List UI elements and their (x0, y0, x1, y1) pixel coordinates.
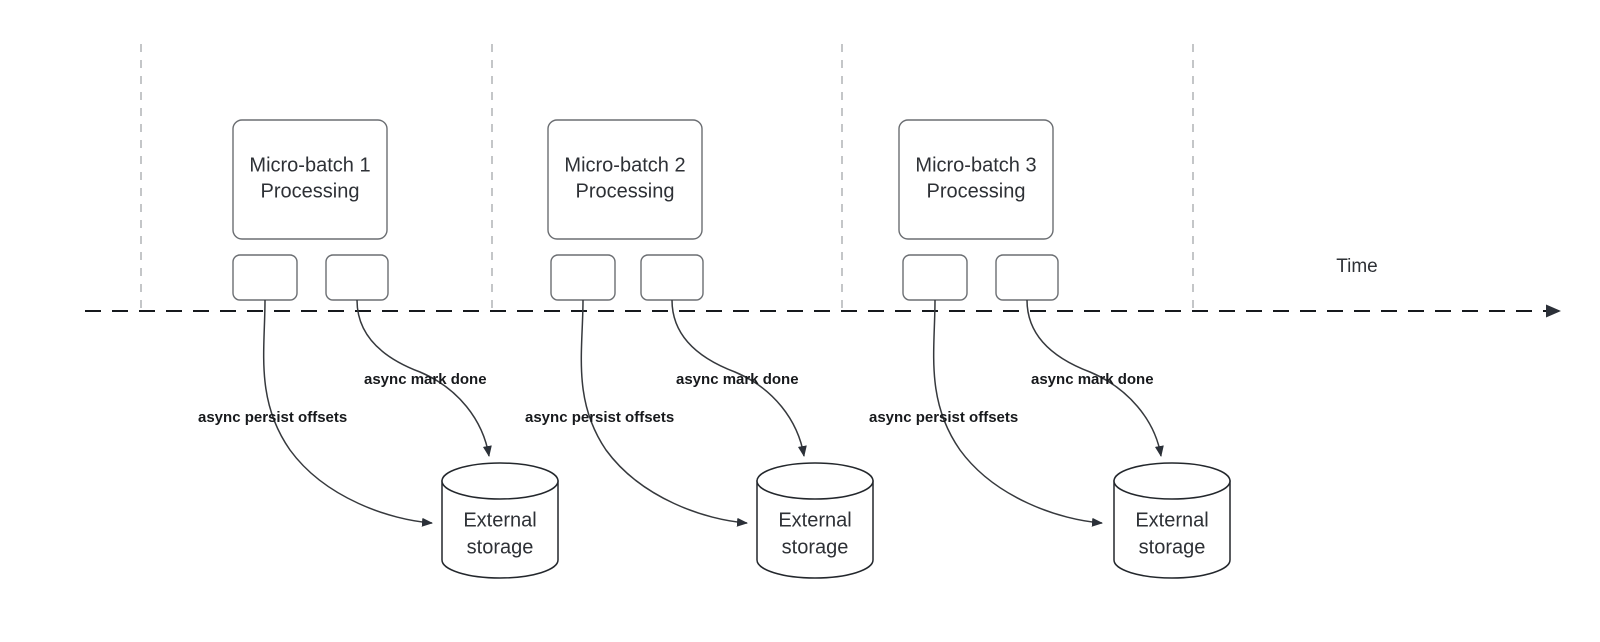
processing-box-2-line1: Micro-batch 2 (564, 154, 685, 176)
micro-batch-group-1: Micro-batch 1 Processing async persist o… (198, 119, 559, 579)
task-box-3-left[interactable] (902, 254, 968, 301)
task-box-2-right[interactable] (640, 254, 704, 301)
mark-done-label-1: async mark done (364, 371, 487, 388)
external-storage-3-body (1113, 480, 1231, 579)
processing-box-1-line2: Processing (261, 180, 360, 202)
external-storage-2-body (756, 480, 874, 579)
mark-done-label-3: async mark done (1031, 371, 1154, 388)
processing-box-3-line2: Processing (927, 180, 1026, 202)
external-storage-2-line1: External (778, 509, 851, 531)
processing-box-3[interactable] (898, 119, 1054, 240)
persist-offsets-label-3: async persist offsets (869, 409, 1018, 426)
task-box-2-left[interactable] (550, 254, 616, 301)
external-storage-1-line1: External (463, 509, 536, 531)
external-storage-2[interactable]: External storage (756, 462, 874, 579)
micro-batch-group-2: Micro-batch 2 Processing async persist o… (525, 119, 874, 579)
external-storage-3-top (1113, 462, 1231, 500)
external-storage-1-body (441, 480, 559, 579)
persist-offsets-arrow-2 (580, 299, 748, 527)
external-storage-2-top (756, 462, 874, 500)
boundary-lines (140, 44, 1194, 312)
external-storage-3-line2: storage (1139, 536, 1206, 558)
task-box-1-left[interactable] (232, 254, 298, 301)
persist-offsets-arrow-1 (262, 299, 433, 527)
processing-box-2[interactable] (547, 119, 703, 240)
time-axis-label: Time (1336, 256, 1378, 277)
task-box-1-right[interactable] (325, 254, 389, 301)
processing-box-1-line1: Micro-batch 1 (249, 154, 370, 176)
task-box-3-right[interactable] (995, 254, 1059, 301)
external-storage-1-line2: storage (467, 536, 534, 558)
external-storage-1-top (441, 462, 559, 500)
processing-box-3-line1: Micro-batch 3 (915, 154, 1036, 176)
persist-offsets-label-2: async persist offsets (525, 409, 674, 426)
external-storage-2-line2: storage (782, 536, 849, 558)
mark-done-arrow-3 (1026, 299, 1164, 457)
persist-offsets-arrow-3 (932, 299, 1103, 527)
external-storage-3-line1: External (1135, 509, 1208, 531)
external-storage-1[interactable]: External storage (441, 462, 559, 579)
mark-done-label-2: async mark done (676, 371, 799, 388)
persist-offsets-label-1: async persist offsets (198, 409, 347, 426)
external-storage-3[interactable]: External storage (1113, 462, 1231, 579)
micro-batch-group-3: Micro-batch 3 Processing async persist o… (869, 119, 1231, 579)
processing-box-2-line2: Processing (576, 180, 675, 202)
processing-box-1[interactable] (232, 119, 388, 240)
mark-done-arrow-1 (356, 299, 492, 457)
mark-done-arrow-2 (671, 299, 807, 457)
